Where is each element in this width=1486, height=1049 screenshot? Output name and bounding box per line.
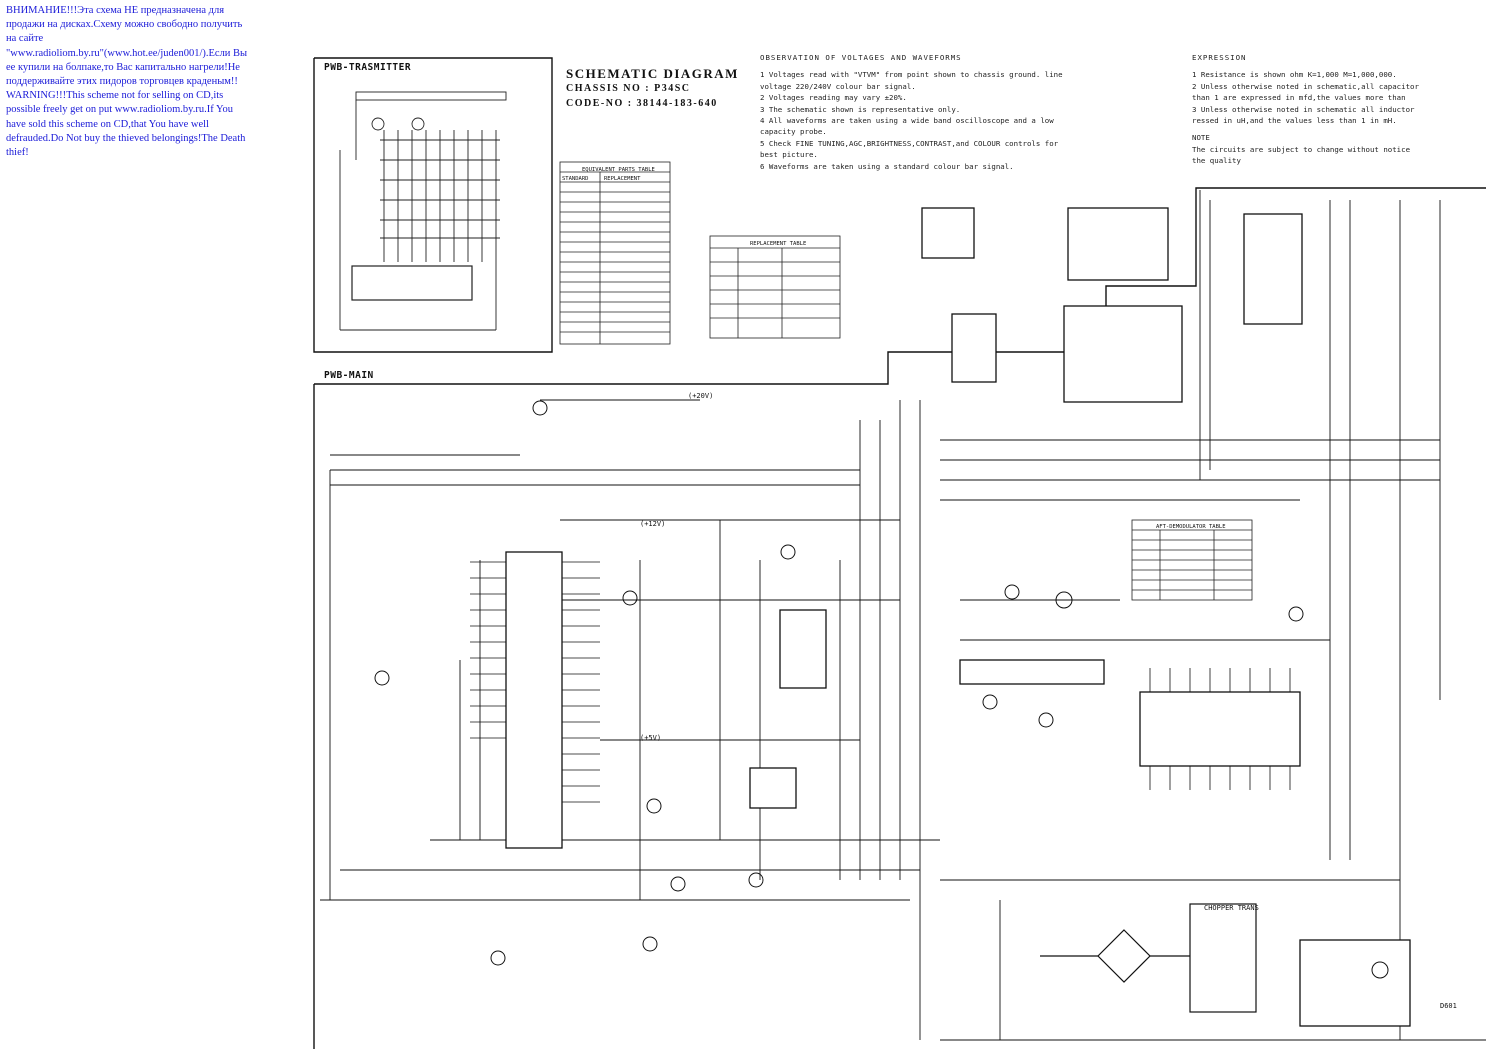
warning-line: have sold this scheme on CD,that You hav… — [6, 118, 209, 130]
rail-label-20v: (+20V) — [688, 392, 713, 400]
expression-item: 3 Unless otherwise noted in schematic al… — [1192, 104, 1415, 114]
transmitter-keypad-matrix — [339, 91, 507, 331]
tuner-block — [749, 767, 797, 809]
expression-item: ressed in uH,and the values less than 1 … — [1192, 116, 1397, 126]
observation-item: capacity probe. — [760, 127, 827, 137]
warning-line: поддерживайте этих пидоров торговцев кра… — [6, 76, 238, 88]
equivalent-table-title: EQUIVALENT PARTS TABLE — [582, 167, 655, 173]
main-section-label: PWB-MAIN — [324, 370, 374, 381]
transmitter-board-outline — [313, 57, 553, 353]
warning-line: ВНИМАНИЕ!!!Эта схема НЕ предназначена дл… — [6, 5, 225, 16]
expression-item: than 1 are expressed in mfd,the values m… — [1192, 93, 1406, 103]
replacement-table-title: REPLACEMENT TABLE — [750, 241, 806, 247]
observation-item: 1 Voltages read with "VTVM" from point s… — [760, 70, 1063, 80]
observation-item: 3 The schematic shown is representative … — [760, 104, 961, 114]
piracy-warning: ВНИМАНИЕ!!!Эта схема НЕ предназначена дл… — [6, 4, 324, 160]
warning-line: на сайте — [6, 33, 44, 45]
speaker-table-block — [921, 207, 975, 259]
expression-notes: EXPRESSION 1 Resistance is shown ohm K=1… — [1192, 52, 1482, 167]
equivalent-col-replacement: REPLACEMENT — [604, 176, 641, 182]
speaker-ext-block — [1067, 207, 1169, 281]
warning-line: thief! — [6, 147, 29, 159]
transmitter-section-label: PWB-TRASMITTER — [324, 62, 412, 73]
equivalent-parts-table — [559, 161, 671, 345]
schematic-title: SCHEMATIC DIAGRAM — [566, 66, 739, 81]
observation-item: 6 Waveforms are taken using a standard c… — [760, 161, 1014, 171]
expression-heading: EXPRESSION — [1192, 53, 1247, 62]
equivalent-col-standard: STANDARD — [562, 176, 589, 182]
observation-item: 2 Voltages reading may vary ±20%. — [760, 93, 907, 103]
replacement-table — [709, 235, 841, 339]
if-ic — [959, 659, 1105, 685]
aft-demodulator-table — [1131, 519, 1253, 601]
warning-line: продажи на дисках.Схему можно свободно п… — [6, 19, 243, 31]
observation-notes: OBSERVATION OF VOLTAGES AND WAVEFORMS 1 … — [760, 52, 1160, 172]
d601-label: D601 — [1440, 1002, 1457, 1010]
expression-item: 1 Resistance is shown ohm K=1,000 M=1,00… — [1192, 70, 1397, 80]
observation-item: voltage 220/240V colour bar signal. — [760, 81, 916, 91]
observation-item: best picture. — [760, 150, 818, 160]
jungle-ic — [1139, 691, 1301, 767]
expression-item: 2 Unless otherwise noted in schematic,al… — [1192, 81, 1419, 91]
note-heading: NOTE — [1192, 133, 1210, 143]
warning-line: WARNING!!!This scheme not for selling on… — [6, 90, 224, 102]
micro-controller-ic — [505, 551, 563, 849]
aft-table-title: AFT-DEMODULATOR TABLE — [1156, 524, 1226, 530]
rail-label-12v: (+12V) — [640, 520, 665, 528]
vertical-ic — [951, 313, 997, 383]
transistors — [374, 400, 1389, 979]
warning-line: defrauded.Do Not buy the thieved belongi… — [6, 132, 246, 144]
bridge-rectifier — [1040, 903, 1257, 1013]
code-number: CODE-NO : 38144-183-640 — [566, 98, 718, 109]
ic-pins — [470, 561, 1291, 803]
chopper-trans-label: CHOPPER TRANS — [1204, 904, 1259, 912]
warning-line: ее купили на болпаке,то Вас капитально н… — [6, 61, 240, 73]
observation-heading: OBSERVATION OF VOLTAGES AND WAVEFORMS — [760, 53, 962, 62]
main-ics — [505, 207, 1411, 1027]
note-line: the quality — [1192, 156, 1241, 166]
audio-ic — [1063, 305, 1183, 403]
note-line: The circuits are subject to change witho… — [1192, 144, 1411, 154]
schematic-title-block: SCHEMATIC DIAGRAM CHASSIS NO : P34SC COD… — [566, 66, 739, 111]
main-board-outline — [314, 187, 1486, 385]
warning-line: "www.radioliom.by.ru"(www.hot.ee/juden00… — [6, 47, 248, 59]
main-board-wiring — [320, 190, 1486, 1041]
rail-label-5v: (+5V) — [640, 734, 661, 742]
chroma-ic-block — [1243, 213, 1303, 325]
chassis-number: CHASSIS NO : P34SC — [566, 83, 691, 94]
observation-item: 4 All waveforms are taken using a wide b… — [760, 116, 1054, 126]
warning-line: possible freely get on put www.radioliom… — [6, 104, 233, 116]
memory-ic — [779, 609, 827, 689]
observation-item: 5 Check FINE TUNING,AGC,BRIGHTNESS,CONTR… — [760, 138, 1059, 148]
power-module — [1299, 939, 1411, 1027]
